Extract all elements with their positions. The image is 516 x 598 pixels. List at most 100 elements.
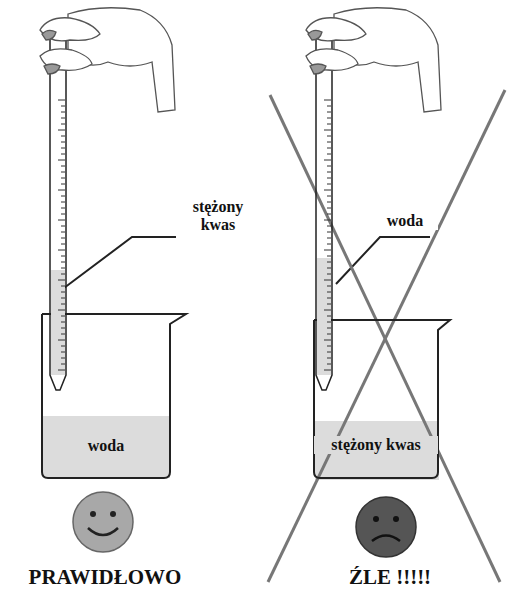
scale-tick	[327, 106, 331, 107]
callout-label: woda	[372, 212, 438, 230]
scale-tick	[327, 298, 331, 299]
scale-tick	[61, 124, 65, 125]
scale-tick	[61, 136, 65, 137]
scale-tick	[61, 256, 65, 257]
scale-tick	[327, 346, 331, 347]
sad-face	[356, 497, 416, 557]
scale-tick	[327, 304, 331, 305]
scale-tick	[61, 292, 65, 293]
scale-tick	[327, 316, 331, 317]
scale-tick	[324, 370, 331, 371]
hand	[306, 8, 441, 112]
scale-tick	[58, 220, 65, 221]
scale-tick	[61, 352, 65, 353]
scale-tick	[58, 310, 65, 311]
scale-tick	[61, 364, 65, 365]
scale-tick	[324, 220, 331, 221]
scale-tick	[58, 370, 65, 371]
right-pipette	[316, 30, 332, 390]
scale-tick	[61, 166, 65, 167]
scale-tick	[327, 154, 331, 155]
scale-tick	[327, 232, 331, 233]
scale-tick	[327, 334, 331, 335]
scale-tick	[327, 244, 331, 245]
scale-tick	[324, 190, 331, 191]
scale-tick	[327, 256, 331, 257]
scale-tick	[61, 226, 65, 227]
scale-tick	[61, 328, 65, 329]
scale-tick	[324, 340, 331, 341]
beaker-liquid	[43, 416, 170, 478]
scale-tick	[58, 190, 65, 191]
hand	[40, 8, 175, 112]
scale-tick	[61, 334, 65, 335]
scale-tick	[327, 172, 331, 173]
scale-tick	[327, 286, 331, 287]
beaker: stężony kwas	[312, 318, 454, 480]
scale-tick	[58, 130, 65, 131]
scale-tick	[61, 208, 65, 209]
scale-tick	[61, 286, 65, 287]
scale-tick	[61, 316, 65, 317]
scale-tick	[61, 238, 65, 239]
scale-tick	[327, 226, 331, 227]
scale-tick	[61, 244, 65, 245]
scale-tick	[61, 274, 65, 275]
scale-tick	[327, 364, 331, 365]
scale-tick	[324, 310, 331, 311]
scale-tick	[327, 142, 331, 143]
verdict-label: ŹLE !!!!!	[300, 566, 480, 589]
scale-tick	[61, 268, 65, 269]
scale-tick	[61, 304, 65, 305]
cross-out	[268, 90, 505, 582]
scale-tick	[58, 160, 65, 161]
scale-tick	[327, 268, 331, 269]
scale-tick	[327, 274, 331, 275]
scale-tick	[61, 142, 65, 143]
scale-tick	[324, 250, 331, 251]
scale-tick	[61, 154, 65, 155]
scale-tick	[61, 298, 65, 299]
scale-tick	[327, 358, 331, 359]
scale-tick	[327, 214, 331, 215]
scale-tick	[61, 358, 65, 359]
scale-tick	[327, 262, 331, 263]
scale-tick	[324, 100, 331, 101]
callout-label: stężony kwas	[178, 198, 258, 233]
scale-tick	[327, 196, 331, 197]
beaker-content: woda	[42, 437, 170, 455]
scale-tick	[61, 118, 65, 119]
scale-tick	[327, 184, 331, 185]
scale-tick	[61, 202, 65, 203]
scale-tick	[327, 202, 331, 203]
scale-tick	[327, 166, 331, 167]
scale-tick	[327, 238, 331, 239]
scale-tick	[61, 172, 65, 173]
scale-tick	[327, 136, 331, 137]
scale-tick	[327, 292, 331, 293]
scale-tick	[327, 178, 331, 179]
scale-tick	[61, 214, 65, 215]
scale-tick	[327, 352, 331, 353]
scale-tick	[327, 328, 331, 329]
scale-tick	[61, 148, 65, 149]
scale-tick	[324, 160, 331, 161]
scale-tick	[61, 346, 65, 347]
scale-tick	[327, 148, 331, 149]
scale-tick	[61, 184, 65, 185]
scale-tick	[327, 118, 331, 119]
scale-tick	[58, 280, 65, 281]
scale-tick	[61, 232, 65, 233]
left-pipette	[50, 30, 66, 390]
scale-tick	[58, 250, 65, 251]
beaker-liquid	[315, 421, 439, 480]
scale-tick	[324, 130, 331, 131]
scale-tick	[58, 340, 65, 341]
scale-tick	[327, 124, 331, 125]
leader-line	[64, 237, 176, 288]
beaker-content: stężony kwas	[314, 436, 438, 454]
scale-tick	[327, 208, 331, 209]
scale-tick	[61, 262, 65, 263]
scale-tick	[324, 280, 331, 281]
